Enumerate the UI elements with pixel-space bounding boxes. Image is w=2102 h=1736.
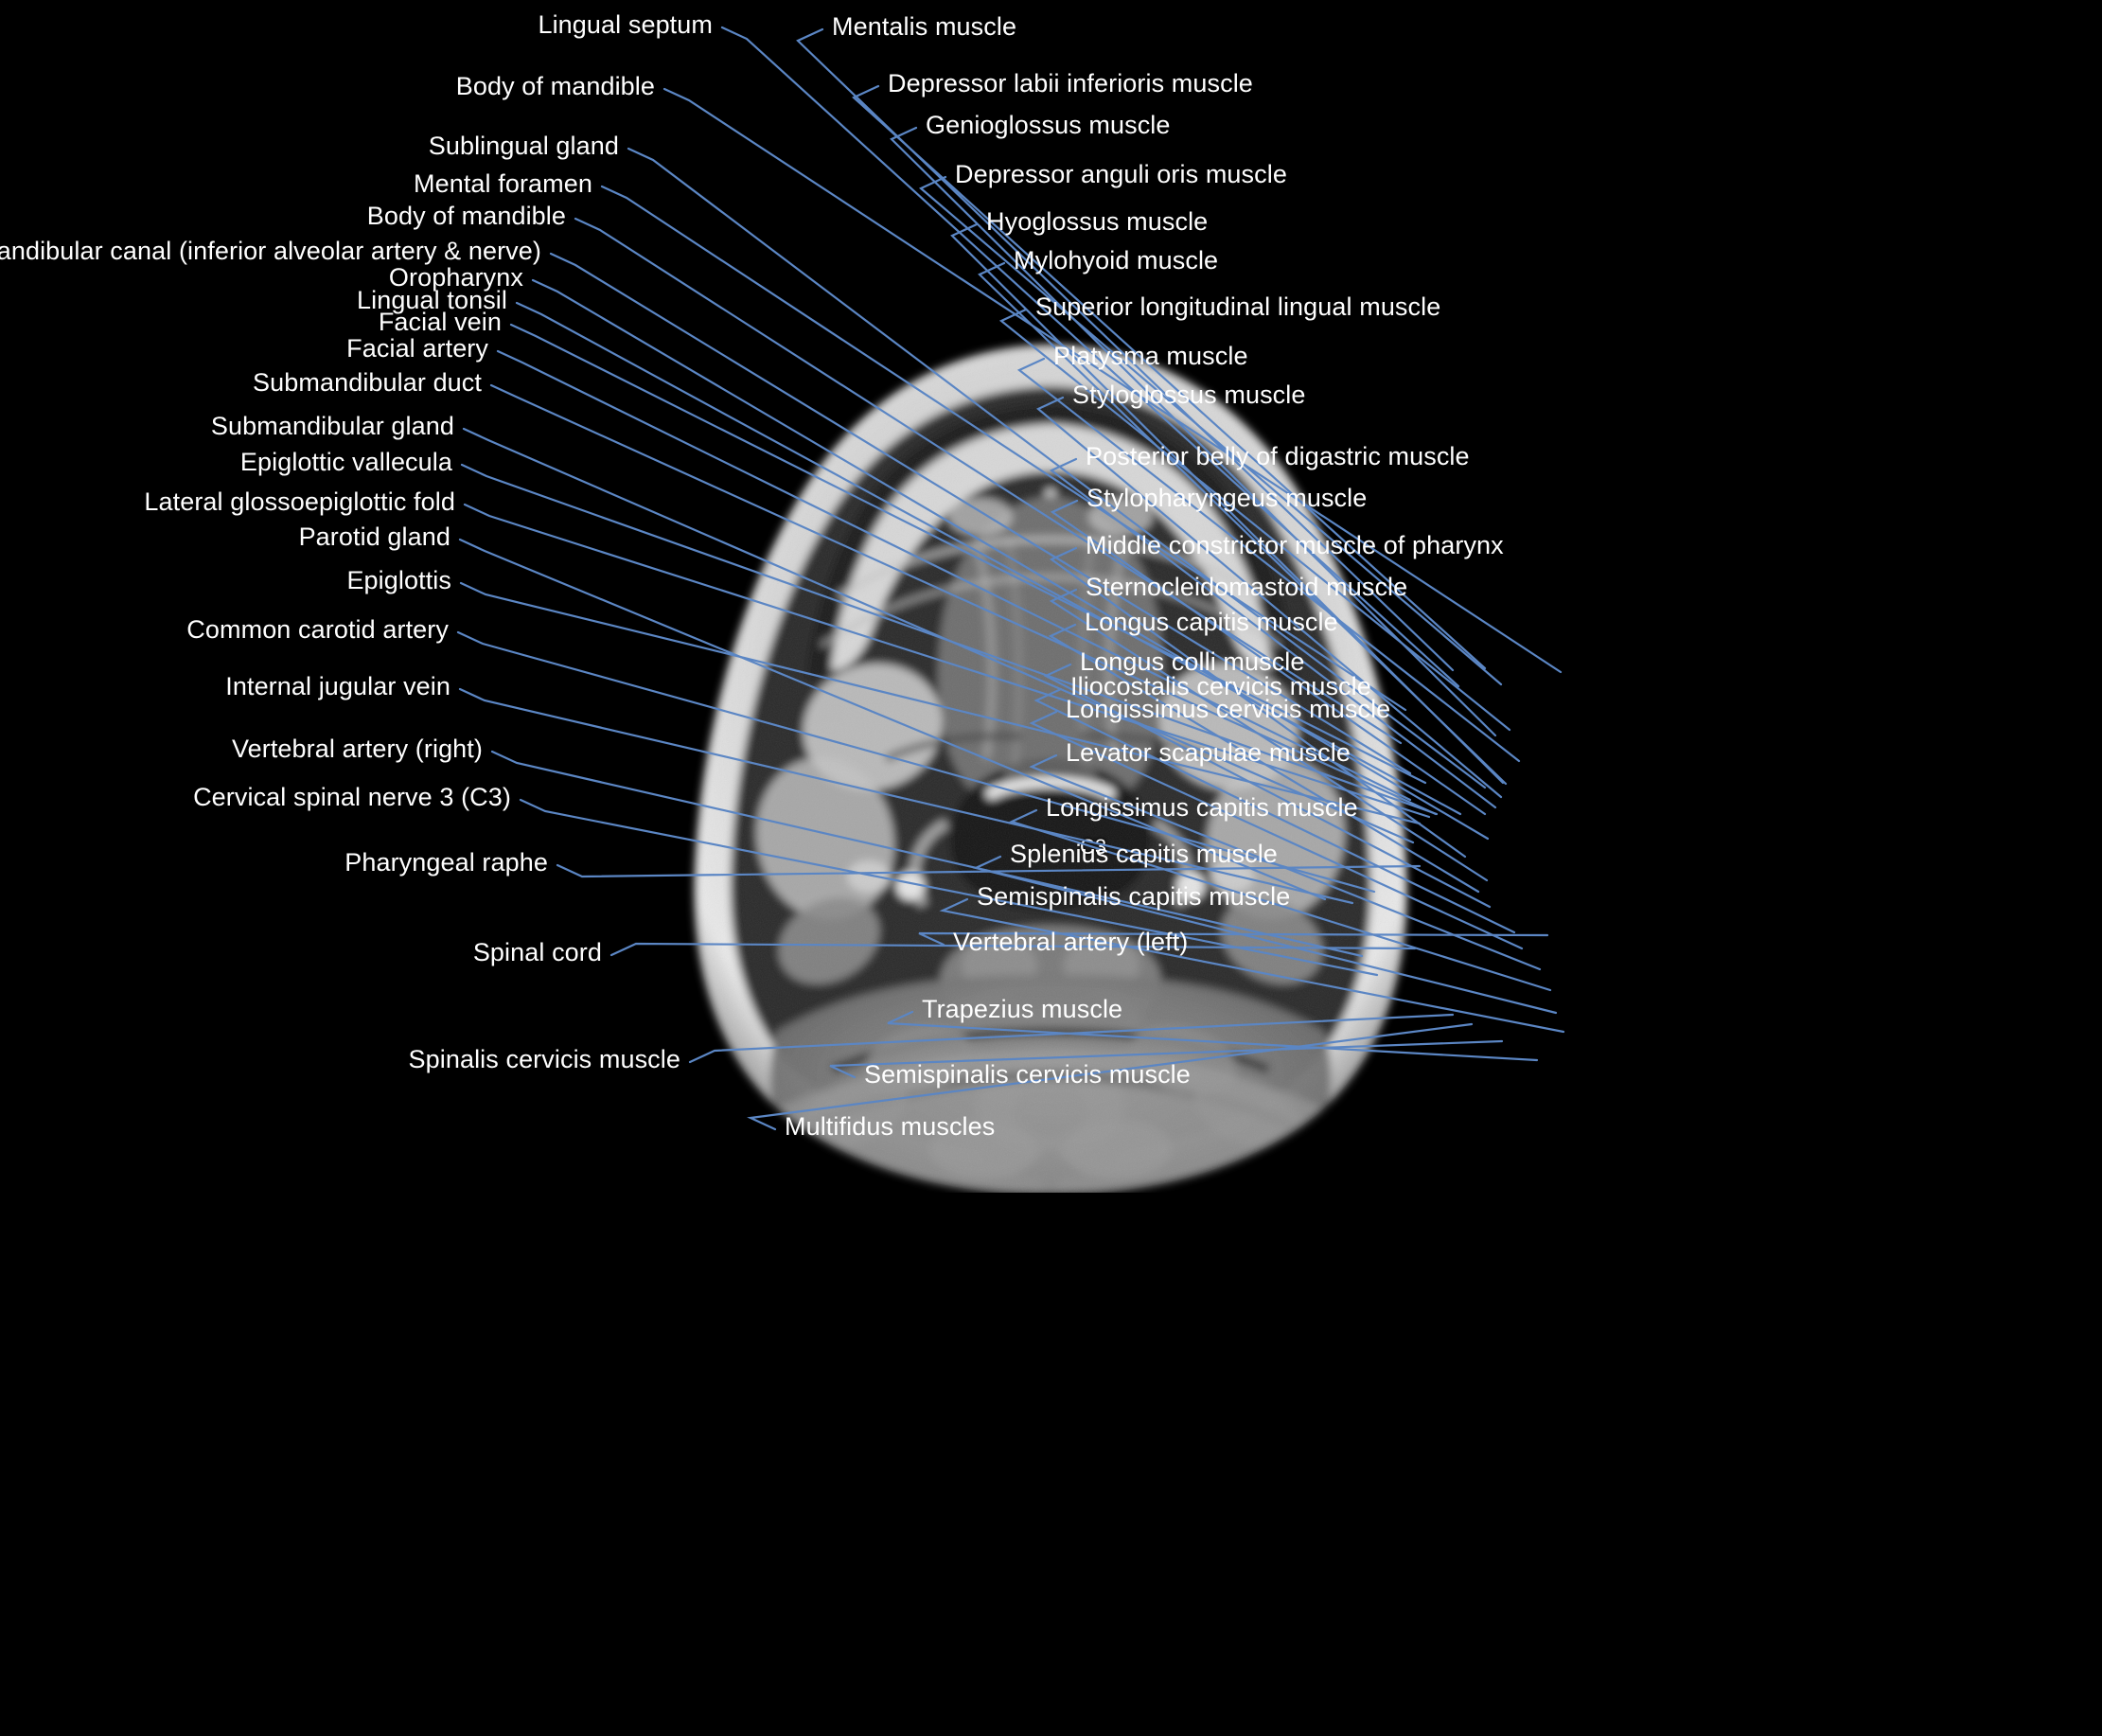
anatomy-label-submandibular-gland: Submandibular gland bbox=[210, 412, 454, 440]
anatomy-label-lateral-glossoepiglottic-fold: Lateral glossoepiglottic fold bbox=[144, 487, 455, 516]
anatomy-label-semispinalis-capitis-muscle: Semispinalis capitis muscle bbox=[977, 882, 1291, 911]
anatomy-label-internal-jugular-vein: Internal jugular vein bbox=[225, 672, 450, 700]
anatomy-label-platysma-muscle: Platysma muscle bbox=[1053, 342, 1248, 370]
anatomy-label-spinalis-cervicis-muscle: Spinalis cervicis muscle bbox=[408, 1045, 680, 1073]
anatomy-label-spinal-cord: Spinal cord bbox=[472, 938, 602, 966]
anatomy-label-lingual-tonsil: Lingual tonsil bbox=[356, 286, 507, 314]
anatomy-label-mentalis-muscle: Mentalis muscle bbox=[832, 12, 1017, 41]
anatomy-label-common-carotid-artery: Common carotid artery bbox=[186, 615, 449, 644]
anatomy-label-longus-capitis-muscle: Longus capitis muscle bbox=[1085, 608, 1338, 636]
anatomy-label-vertebral-artery-right: Vertebral artery (right) bbox=[232, 735, 483, 763]
anatomy-label-styloglossus-muscle: Styloglossus muscle bbox=[1072, 381, 1306, 409]
anatomy-label-sublingual-gland: Sublingual gland bbox=[428, 132, 619, 160]
anatomy-label-longus-colli-muscle: Longus colli muscle bbox=[1080, 647, 1305, 676]
anatomy-label-depressor-anguli-oris-muscle: Depressor anguli oris muscle bbox=[955, 160, 1287, 188]
anatomy-label-facial-vein: Facial vein bbox=[378, 308, 502, 336]
anatomy-label-parotid-gland: Parotid gland bbox=[298, 523, 450, 551]
anatomy-label-iliocostalis-cervicis-muscle: Iliocostalis cervicis muscle bbox=[1070, 672, 1371, 700]
anatomy-label-submandibular-duct: Submandibular duct bbox=[253, 368, 482, 397]
anatomy-label-multifidus-muscles: Multifidus muscles bbox=[785, 1112, 996, 1141]
anatomy-label-trapezius-muscle: Trapezius muscle bbox=[922, 995, 1123, 1023]
anatomy-label-levator-scapulae-muscle: Levator scapulae muscle bbox=[1066, 738, 1351, 767]
anatomy-label-posterior-belly-of-digastric-muscle: Posterior belly of digastric muscle bbox=[1086, 442, 1470, 470]
anatomy-label-hyoglossus-muscle: Hyoglossus muscle bbox=[986, 207, 1209, 236]
anatomy-label-mental-foramen: Mental foramen bbox=[414, 169, 592, 198]
anatomy-label-longissimus-capitis-muscle: Longissimus capitis muscle bbox=[1046, 793, 1358, 822]
anatomy-label-superior-longitudinal-lingual-muscle: Superior longitudinal lingual muscle bbox=[1035, 292, 1441, 321]
anatomy-label-longissimus-cervicis-muscle: Longissimus cervicis muscle bbox=[1066, 695, 1391, 723]
anatomy-label-epiglottis: Epiglottis bbox=[346, 566, 451, 594]
anatomy-label-middle-constrictor-muscle-of-pharynx: Middle constrictor muscle of pharynx bbox=[1086, 531, 1504, 559]
anatomy-label-mylohyoid-muscle: Mylohyoid muscle bbox=[1014, 246, 1219, 275]
anatomy-label-genioglossus-muscle: Genioglossus muscle bbox=[926, 111, 1171, 139]
anatomy-label-lingual-septum: Lingual septum bbox=[538, 10, 713, 39]
anatomy-label-stylopharyngeus-muscle: Stylopharyngeus muscle bbox=[1086, 484, 1368, 512]
anatomy-label-cervical-spinal-nerve-3-c3: Cervical spinal nerve 3 (C3) bbox=[193, 783, 511, 811]
anatomy-label-mandibular-canal-inferior-alveolar-artery-nerve: Mandibular canal (inferior alveolar arte… bbox=[0, 237, 541, 265]
anatomy-label-sternocleidomastoid-muscle: Sternocleidomastoid muscle bbox=[1086, 573, 1408, 601]
anatomy-label-oropharynx: Oropharynx bbox=[388, 263, 523, 292]
anatomy-label-facial-artery: Facial artery bbox=[346, 334, 488, 363]
anatomy-label-semispinalis-cervicis-muscle: Semispinalis cervicis muscle bbox=[864, 1060, 1191, 1089]
anatomy-label-body-of-mandible: Body of mandible bbox=[455, 72, 655, 100]
anatomy-label-epiglottic-vallecula: Epiglottic vallecula bbox=[239, 448, 452, 476]
anatomy-label-depressor-labii-inferioris-muscle: Depressor labii inferioris muscle bbox=[888, 69, 1253, 97]
anatomy-label-vertebral-artery-left: Vertebral artery (left) bbox=[953, 928, 1189, 956]
anatomy-label-pharyngeal-raphe: Pharyngeal raphe bbox=[344, 848, 548, 877]
anatomy-label-splenius-capitis-muscle: Splenius capitis muscle bbox=[1010, 840, 1278, 868]
anatomy-label-body-of-mandible: Body of mandible bbox=[366, 202, 566, 230]
